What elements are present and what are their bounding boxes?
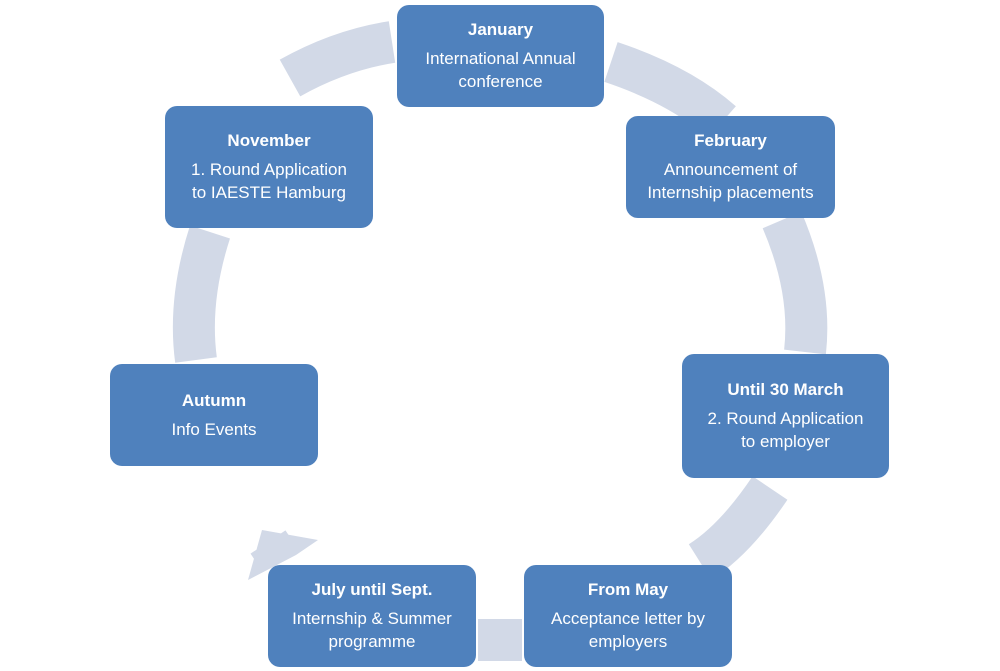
node-title: January: [467, 20, 534, 39]
node-title: July until Sept.: [311, 580, 433, 599]
ring-arc-january-february: [604, 42, 736, 138]
node-description: Announcement of Internship placements: [647, 160, 814, 202]
cycle-node-february: February Announcement of Internship plac…: [626, 116, 835, 218]
node-description: 1. Round Application to IAESTE Hamburg: [191, 160, 347, 202]
node-description: Acceptance letter by employers: [550, 609, 706, 651]
node-title: Autumn: [181, 390, 247, 410]
cycle-node-march: Until 30 March 2. Round Application to e…: [682, 354, 889, 478]
cycle-arrowhead: [248, 530, 318, 580]
node-title: February: [694, 131, 767, 150]
node-description: Internship & Summer programme: [292, 609, 452, 651]
cycle-node-may: From May Acceptance letter by employers: [524, 565, 732, 667]
node-description: International Annual conference: [425, 49, 576, 91]
cycle-node-autumn: Autumn Info Events: [110, 364, 318, 466]
ring-arc-february-march: [762, 211, 828, 355]
node-title: From May: [587, 580, 669, 599]
ring-arc-march-may: [688, 476, 788, 580]
node-title: Until 30 March: [727, 380, 844, 399]
ring-arc-autumn-november: [172, 225, 231, 363]
cycle-node-january: January International Annual conference: [397, 5, 604, 107]
cycle-node-november: November 1. Round Application to IAESTE …: [165, 106, 373, 228]
node-description: Info Events: [171, 419, 257, 439]
cycle-node-july: July until Sept. Internship & Summer pro…: [268, 565, 476, 667]
node-title: November: [227, 131, 311, 150]
node-description: 2. Round Application to employer: [707, 409, 864, 451]
ring-arc-november-january: [279, 21, 396, 97]
